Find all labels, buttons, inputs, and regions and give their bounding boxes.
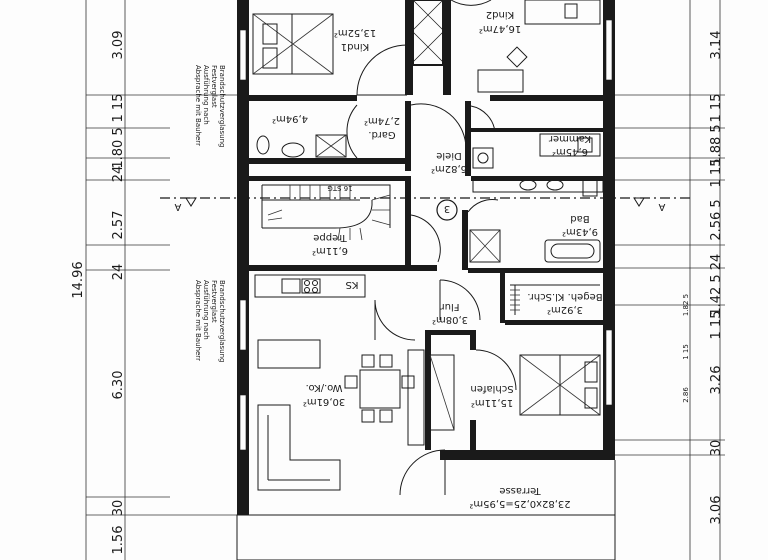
- right-dimension-lines: [612, 0, 725, 560]
- wc-garderobe: [256, 103, 467, 159]
- circle-mark-label: 3: [444, 203, 450, 214]
- glazing-note-top: Brandschutzverglasung Festverglast Ausfü…: [194, 65, 226, 147]
- dim-left-1: 3.09: [111, 31, 126, 60]
- flur-label: 3,08m² Flur: [432, 301, 468, 325]
- dim-right-11: 3.06: [709, 496, 724, 525]
- dim-left-9: 1.56: [111, 526, 126, 555]
- kind1-name: Kind1: [341, 41, 369, 52]
- walkin-closet: [510, 284, 600, 315]
- wohnkueche-area: 30,61m²: [303, 396, 345, 407]
- begeh-label: 3,92m² Begeh. Kl.Schr.: [527, 291, 602, 315]
- dim-right-inner-3: 2.86: [682, 387, 690, 403]
- glazing-top-line-3: Ausführung nach: [202, 65, 210, 125]
- kind2-furniture: [450, 0, 601, 93]
- glazing-bottom-line-4: Absprache mit Bauherr: [194, 280, 202, 361]
- glazing-bottom-line-2: Festverglast: [210, 280, 218, 323]
- glazing-bottom-line-1: Brandschutzverglasung: [218, 280, 226, 362]
- dim-left-4: 24: [111, 166, 126, 183]
- diele-label: 6,82m² Diele: [431, 150, 467, 174]
- gard-area: 2,74m²: [364, 115, 400, 126]
- section-mark-left: A: [174, 201, 181, 212]
- kammer-label: 6,45m² Kammer: [548, 133, 591, 157]
- dim-right-7: 1.42 5: [709, 274, 724, 315]
- schlafen-area: 15,11m²: [471, 397, 513, 408]
- kind2-name: Kind2: [486, 9, 514, 20]
- flur-area: 3,08m²: [432, 314, 468, 325]
- dim-right-8: 1 15: [709, 311, 724, 340]
- kind1-label: Kind1 13,52m²: [334, 27, 376, 52]
- dim-right-10: 30: [709, 440, 724, 457]
- dim-right-inner-1: 1 15: [682, 344, 690, 360]
- dim-left-5: 2.57: [111, 211, 126, 240]
- wc-area: 4,94m²: [272, 113, 308, 124]
- terrasse-name: Terrasse: [499, 485, 541, 496]
- flur-door: [439, 279, 481, 321]
- bad-label: 9,43m² Bad: [562, 213, 598, 237]
- glazing-bottom-line-3: Ausführung nach: [202, 280, 210, 340]
- stair-label: 16 STG: [327, 184, 352, 192]
- schlafen-name: Schlafen: [470, 383, 513, 394]
- bad-fixtures: [467, 147, 604, 263]
- bad-name: Bad: [570, 213, 589, 224]
- gard-label: Gard. 2,74m²: [364, 115, 400, 140]
- kitchen: [254, 274, 416, 369]
- left-dimension-lines: [85, 0, 240, 560]
- diele-name: Diele: [436, 150, 462, 161]
- diele-area: 6,82m²: [431, 163, 467, 174]
- terrasse-label: 23,82x0,25=5,95m² Terrasse: [469, 485, 570, 509]
- schlafen-label: 15,11m² Schlafen: [470, 383, 513, 408]
- staircase: [261, 184, 441, 263]
- dim-right-1: 3.14: [709, 31, 724, 60]
- dim-right-6: 24: [709, 254, 724, 271]
- dim-right-3: 1.88 5: [709, 124, 724, 165]
- interior-walls: [247, 0, 605, 450]
- dim-right-9: 3.26: [709, 366, 724, 395]
- glazing-top-line-1: Brandschutzverglasung: [218, 65, 226, 147]
- wohnkueche-label: 30,61m² Wo./Ko.: [303, 382, 345, 407]
- treppe-label: 6,11m² Treppe: [312, 232, 348, 256]
- kitchen-label: KS: [346, 279, 359, 290]
- dim-right-inner-2: 1.82 5: [682, 294, 690, 316]
- schlafen-furniture: [429, 349, 601, 431]
- kammer-furniture: [470, 105, 601, 157]
- treppe-area: 6,11m²: [312, 245, 348, 256]
- circle-mark: [436, 199, 458, 221]
- treppe-name: Treppe: [313, 232, 348, 243]
- dim-left-2: 1 15: [111, 94, 126, 123]
- begeh-area: 3,92m²: [547, 304, 583, 315]
- dim-right-2: 1 15: [709, 94, 724, 123]
- wohnkueche-name: Wo./Ko.: [306, 382, 343, 393]
- flur-name: Flur: [440, 301, 460, 312]
- kammer-name: Kammer: [548, 133, 591, 144]
- kammer-area: 6,45m²: [552, 146, 588, 157]
- terrasse-formula: 23,82x0,25=5,95m²: [469, 498, 570, 509]
- wc-label: 4,94m²: [272, 113, 308, 124]
- gard-name: Gard.: [368, 129, 395, 140]
- kind1-area: 13,52m²: [334, 27, 376, 38]
- kind2-label: 16,47m² Kind2: [479, 9, 521, 34]
- dim-right-5: 2.56 5: [709, 199, 724, 240]
- dim-left-7: 6.30: [111, 371, 126, 400]
- dim-right-4: 1 15: [709, 159, 724, 188]
- dim-total: 14.96: [71, 261, 86, 298]
- glazing-note-bottom: Brandschutzverglasung Festverglast Ausfü…: [194, 280, 226, 362]
- living-dining-furniture: [257, 349, 446, 496]
- begeh-name: Begeh. Kl.Schr.: [527, 291, 602, 302]
- outer-walls: [236, 0, 616, 560]
- dim-left-8: 30: [111, 500, 126, 517]
- section-mark-right: A: [658, 201, 665, 212]
- glazing-top-line-4: Absprache mit Bauherr: [194, 65, 202, 146]
- dim-left-6: 24: [111, 264, 126, 281]
- glazing-top-line-2: Festverglast: [210, 65, 218, 108]
- kind1-furniture: [252, 13, 408, 96]
- dim-left-3: 1.80 5: [111, 127, 126, 168]
- kind2-area: 16,47m²: [479, 23, 521, 34]
- bad-area: 9,43m²: [562, 226, 598, 237]
